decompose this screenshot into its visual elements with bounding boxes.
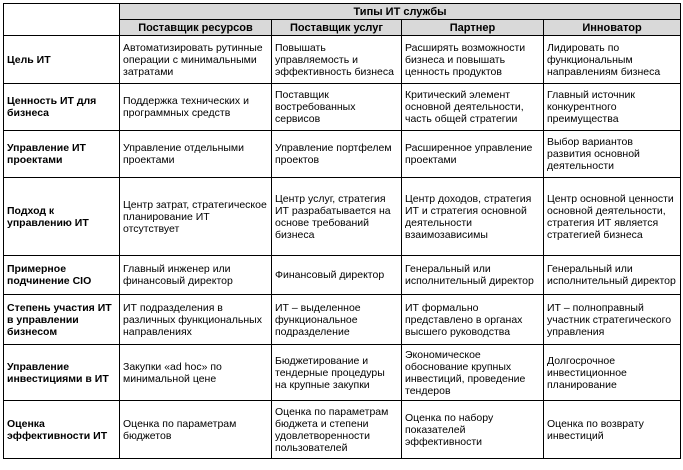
row-header: Оценка эффективности ИТ [3, 400, 120, 459]
table-row: Оценка эффективности ИТ Оценка по параме… [3, 400, 682, 459]
row-header: Цель ИТ [3, 35, 120, 84]
table-cell: Поставщик востребованных сервисов [271, 83, 402, 131]
table-cell: Оценка по параметрам бюджета и степени у… [271, 400, 402, 459]
table-cell: Оценка по возврату инвестиций [542, 400, 682, 459]
table-cell: Выбор вариантов развития основной деятел… [542, 130, 682, 178]
table-cell: Главный инженер или финансовый директор [119, 255, 272, 295]
table-cell: Закупки «ad hoc» по минимальной цене [119, 344, 272, 401]
row-header: Степень участия ИТ в управлении бизнесом [3, 294, 120, 345]
row-header: Управление инвестициями в ИТ [3, 344, 120, 401]
column-header-partner: Партнер [401, 19, 544, 36]
table-cell: Повышать управляемость и эффективность б… [271, 35, 402, 84]
table-cell: Автоматизировать рутинные операции с мин… [119, 35, 272, 84]
table-row: Степень участия ИТ в управлении бизнесом… [3, 294, 682, 345]
it-service-types-table: Типы ИТ службы Поставщик ресурсов Постав… [3, 3, 682, 459]
table-cell: Управление портфелем проектов [271, 130, 402, 178]
table-cell: Расширенное управление проектами [401, 130, 544, 178]
table-cell: Генеральный или исполнительный директор [542, 255, 682, 295]
table-cell: Главный источник конкурентного преимущес… [542, 83, 682, 131]
column-header-innovator: Инноватор [542, 19, 682, 36]
table-row: Управление ИТ проектами Управление отдел… [3, 130, 682, 178]
table-cell: Лидировать по функциональным направления… [542, 35, 682, 84]
table-cell: Оценка по набору показателей эффективнос… [401, 400, 544, 459]
table-cell: ИТ подразделения в различных функциональ… [119, 294, 272, 345]
table-header: Типы ИТ службы Поставщик ресурсов Постав… [3, 3, 682, 36]
table-cell: Финансовый директор [271, 255, 402, 295]
table-row: Цель ИТ Автоматизировать рутинные операц… [3, 35, 682, 84]
table-cell: Управление отдельными проектами [119, 130, 272, 178]
table-cell: Поддержка технических и программных сред… [119, 83, 272, 131]
table-cell: Генеральный или исполнительный директор [401, 255, 544, 295]
group-header: Типы ИТ службы [118, 3, 682, 20]
table-cell: ИТ – выделенное функциональное подраздел… [271, 294, 402, 345]
row-header: Примерное подчинение CIO [3, 255, 120, 295]
table-cell: Долгосрочное инвестиционное планирование [542, 344, 682, 401]
table-row: Примерное подчинение CIO Главный инженер… [3, 255, 682, 295]
table-cell: Бюджетирование и тендерные процедуры на … [271, 344, 402, 401]
corner-cell [3, 3, 120, 36]
row-header: Подход к управлению ИТ [3, 177, 120, 256]
table-cell: Центр услуг, стратегия ИТ разрабатываетс… [271, 177, 402, 256]
table-row: Подход к управлению ИТ Центр затрат, стр… [3, 177, 682, 256]
table-cell: Центр основной ценности основной деятель… [542, 177, 682, 256]
table-cell: Центр затрат, стратегическое планировани… [119, 177, 272, 256]
row-header: Ценность ИТ для бизнеса [3, 83, 120, 131]
table-cell: Центр доходов, стратегия ИТ и стратегия … [401, 177, 544, 256]
table-cell: Оценка по параметрам бюджетов [119, 400, 272, 459]
table-cell: Экономическое обоснование крупных инвест… [401, 344, 544, 401]
table-body: Цель ИТ Автоматизировать рутинные операц… [3, 35, 682, 459]
table-cell: Расширять возможности бизнеса и повышать… [401, 35, 544, 84]
table-cell: ИТ – полноправный участник стратегическо… [542, 294, 682, 345]
column-header-resource-supplier: Поставщик ресурсов [119, 19, 272, 36]
table-row: Ценность ИТ для бизнеса Поддержка технич… [3, 83, 682, 131]
column-header-service-supplier: Поставщик услуг [271, 19, 402, 36]
table-cell: ИТ формально представлено в органах высш… [401, 294, 544, 345]
row-header: Управление ИТ проектами [3, 130, 120, 178]
table-row: Управление инвестициями в ИТ Закупки «ad… [3, 344, 682, 401]
table-cell: Критический элемент основной деятельност… [401, 83, 544, 131]
